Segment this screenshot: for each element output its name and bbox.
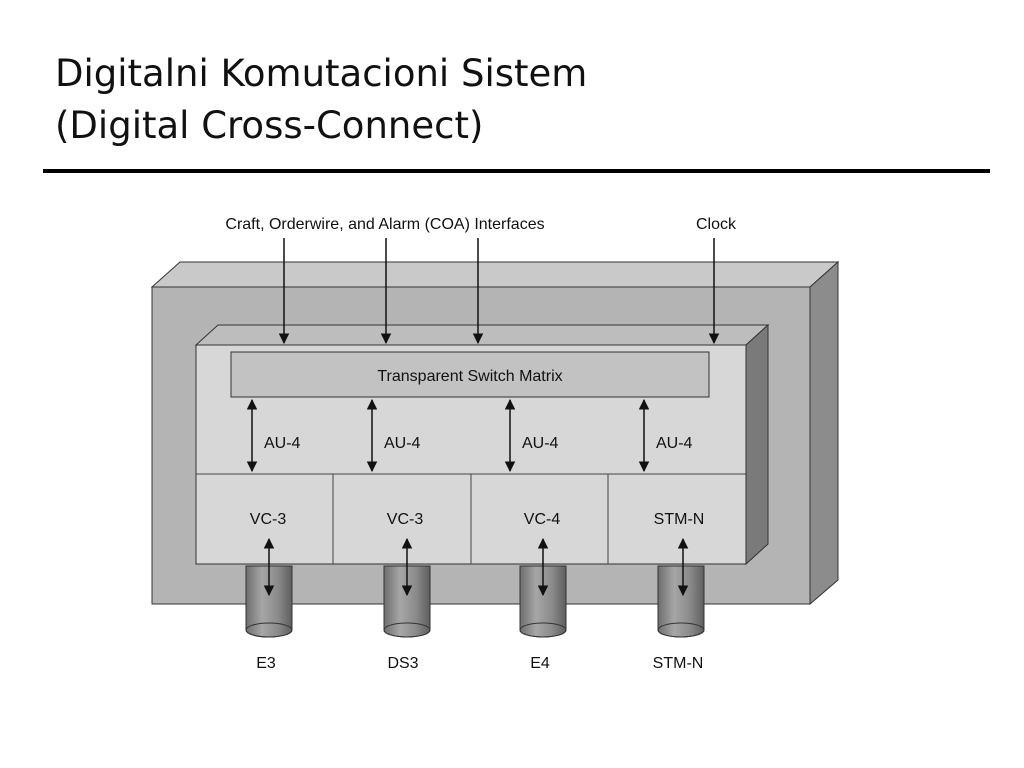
port-label-3: E4	[530, 655, 550, 672]
switch-matrix-label: Transparent Switch Matrix	[377, 368, 562, 385]
au-label-1: AU-4	[264, 435, 301, 452]
title-line-1: Digitalni Komutacioni Sistem	[55, 52, 588, 95]
inner-top-face	[194, 324, 770, 346]
au-label-4: AU-4	[656, 435, 693, 452]
title-divider	[43, 169, 990, 173]
port-cylinder-2	[383, 565, 431, 638]
outer-top-face	[150, 261, 840, 288]
port-cylinder-4	[657, 565, 705, 638]
coa-interfaces-label: Craft, Orderwire, and Alarm (COA) Interf…	[225, 216, 544, 233]
au-label-3: AU-4	[522, 435, 559, 452]
vc-label-3: VC-4	[524, 511, 561, 528]
port-cylinder-1	[245, 565, 293, 638]
port-label-1: E3	[256, 655, 276, 672]
au-label-2: AU-4	[384, 435, 421, 452]
port-label-4: STM-N	[653, 655, 704, 672]
slide-title: Digitalni Komutacioni Sistem (Digital Cr…	[55, 48, 587, 152]
inner-side-face	[745, 323, 769, 566]
vc-label-4: STM-N	[654, 511, 705, 528]
vc-label-2: VC-3	[387, 511, 424, 528]
port-cylinder-3	[519, 565, 567, 638]
vc-label-1: VC-3	[250, 511, 287, 528]
title-line-2: (Digital Cross-Connect)	[55, 104, 484, 147]
clock-label: Clock	[696, 216, 737, 233]
port-label-2: DS3	[387, 655, 418, 672]
switch-matrix-box	[230, 351, 710, 398]
outer-side-face	[809, 260, 839, 606]
